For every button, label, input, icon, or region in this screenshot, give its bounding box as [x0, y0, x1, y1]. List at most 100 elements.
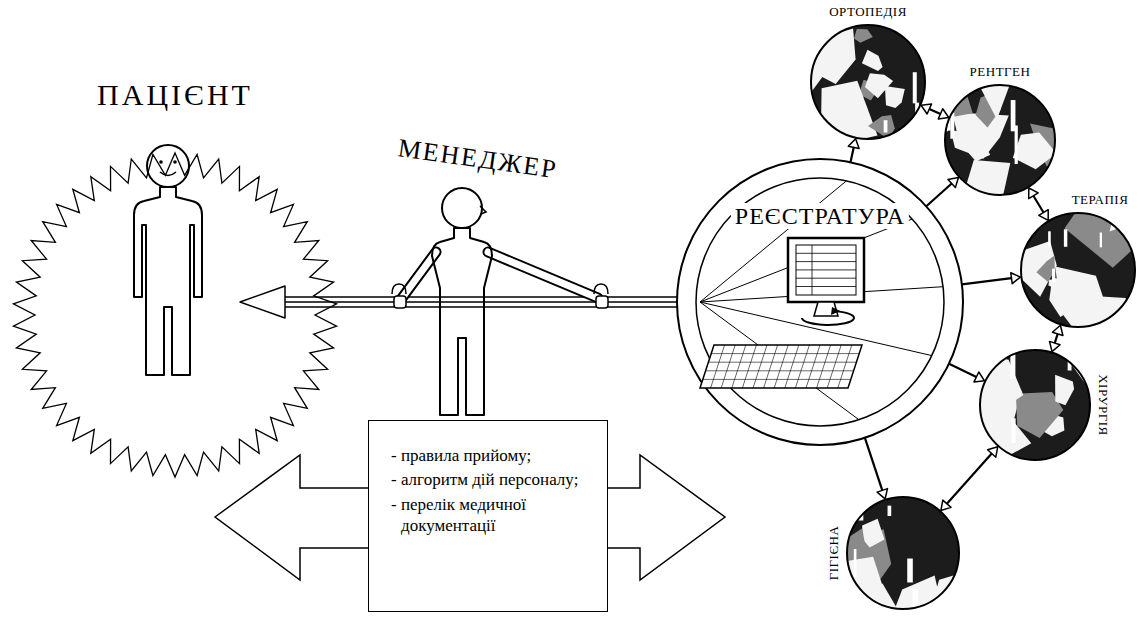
keyboard-column: [774, 345, 788, 388]
connector-line: [929, 109, 940, 114]
arrowhead: [1050, 341, 1061, 351]
photo-detail: [913, 72, 917, 103]
arrowhead: [1052, 325, 1063, 335]
department-photo: [962, 328, 1115, 467]
connector-line: [962, 278, 1012, 284]
registry-inner-ring: [696, 178, 944, 426]
arrowhead: [941, 500, 951, 510]
department-photo: [797, 24, 926, 170]
department-circle: ГІГІЄНА: [846, 496, 960, 610]
photo-patch: [900, 590, 943, 617]
keyboard-outline: [700, 345, 862, 388]
department-circle-drawing: [810, 24, 926, 140]
keyboard-column: [711, 345, 725, 388]
node-title: ПАЦІЄНТ: [10, 78, 340, 112]
photo-detail: [907, 559, 913, 583]
photo-patch: [964, 160, 1010, 221]
node-title: РЕЄСТРАТУРА: [731, 203, 909, 229]
photo-detail: [1064, 229, 1067, 247]
registry-circle: РЕЄСТРАТУРА: [675, 157, 965, 447]
table-line: [796, 253, 856, 254]
connector-arrow: [941, 447, 998, 511]
figure-body: [134, 187, 202, 375]
figure-eye: [173, 160, 177, 164]
keyboard-column: [764, 345, 778, 388]
keyboard-column: [838, 345, 852, 388]
arrowhead: [948, 178, 958, 188]
department-circle-drawing: [1020, 212, 1136, 328]
photo-patch: [888, 576, 945, 617]
connector-line: [851, 148, 854, 163]
department-circle-drawing: [979, 349, 1091, 461]
department-label: ГІГІЄНА: [826, 526, 842, 581]
figure-eye: [159, 160, 163, 164]
table-line: [796, 278, 856, 279]
department-photo: [1014, 196, 1144, 355]
connector-arrow: [962, 273, 1021, 285]
photo-patch: [968, 139, 990, 162]
photo-detail: [1135, 225, 1139, 248]
connector-line: [1055, 334, 1058, 343]
department-outline: [811, 25, 925, 139]
arrowhead: [848, 139, 859, 149]
photo-detail: [1048, 231, 1051, 246]
department-circle-drawing: [846, 496, 960, 610]
arrowhead: [1011, 273, 1021, 284]
connector-line: [285, 301, 677, 303]
photo-detail: [1010, 354, 1015, 379]
arrowhead: [877, 489, 887, 499]
photo-patch: [885, 86, 905, 108]
keyboard-column: [806, 345, 820, 388]
connector-line: [285, 296, 677, 298]
photo-detail: [1085, 434, 1087, 454]
keyboard-column: [742, 345, 756, 388]
manager-figure-drawing: [392, 188, 608, 415]
photo-detail: [1088, 369, 1090, 379]
figure-body: [432, 228, 492, 415]
arrowhead: [921, 104, 932, 114]
registry-circle-drawing: [675, 157, 965, 447]
photo-detail: [1011, 100, 1016, 131]
photo-detail: [1100, 233, 1102, 248]
department-label: РЕНТГЕН: [970, 64, 1031, 80]
connector-line: [926, 184, 951, 207]
table-line: [796, 286, 856, 287]
rules-item: - алгоритм дій персоналу;: [391, 469, 593, 490]
photo-detail: [912, 589, 918, 617]
patient-starburst-drawing: [10, 150, 340, 480]
arrowhead: [974, 372, 985, 382]
rules-box: - правила прийому;- алгоритм дій персона…: [368, 420, 608, 612]
photo-patch: [1055, 375, 1074, 406]
arrowhead: [1029, 188, 1039, 199]
connector-arrow: [865, 438, 888, 499]
arrowhead: [988, 447, 998, 457]
figure-head: [442, 188, 482, 228]
department-label: ОРТОПЕДІЯ: [829, 4, 907, 20]
department-label: ХІРУРГІЯ: [1095, 374, 1111, 436]
arrowhead: [1039, 210, 1048, 221]
connector-arrow: [1050, 325, 1063, 351]
figure-nose: [480, 206, 486, 214]
keyboard-column: [753, 345, 767, 388]
connector-line: [947, 454, 992, 504]
department-circle-drawing: [944, 84, 1056, 196]
figure-arm: [402, 252, 436, 298]
keyboard-column: [721, 345, 735, 388]
hand-hook: [594, 284, 608, 294]
photo-detail: [884, 120, 888, 132]
photo-patch: [862, 519, 884, 548]
department-outline: [980, 350, 1090, 460]
connector-arrow: [921, 104, 949, 119]
hand-hook: [392, 284, 406, 294]
keyboard-column: [732, 345, 746, 388]
patient-starburst: ПАЦІЄНТ: [10, 150, 340, 480]
connector-line: [865, 438, 882, 491]
connector-line: [1033, 196, 1043, 213]
monitor-frame: [788, 238, 864, 302]
table-line: [812, 245, 813, 295]
department-photo: [933, 55, 1083, 221]
department-photo: [825, 496, 961, 617]
figure-arm: [488, 252, 598, 298]
node-title: МЕНЕДЖЕР: [396, 133, 560, 185]
connector-arrow: [926, 178, 958, 207]
